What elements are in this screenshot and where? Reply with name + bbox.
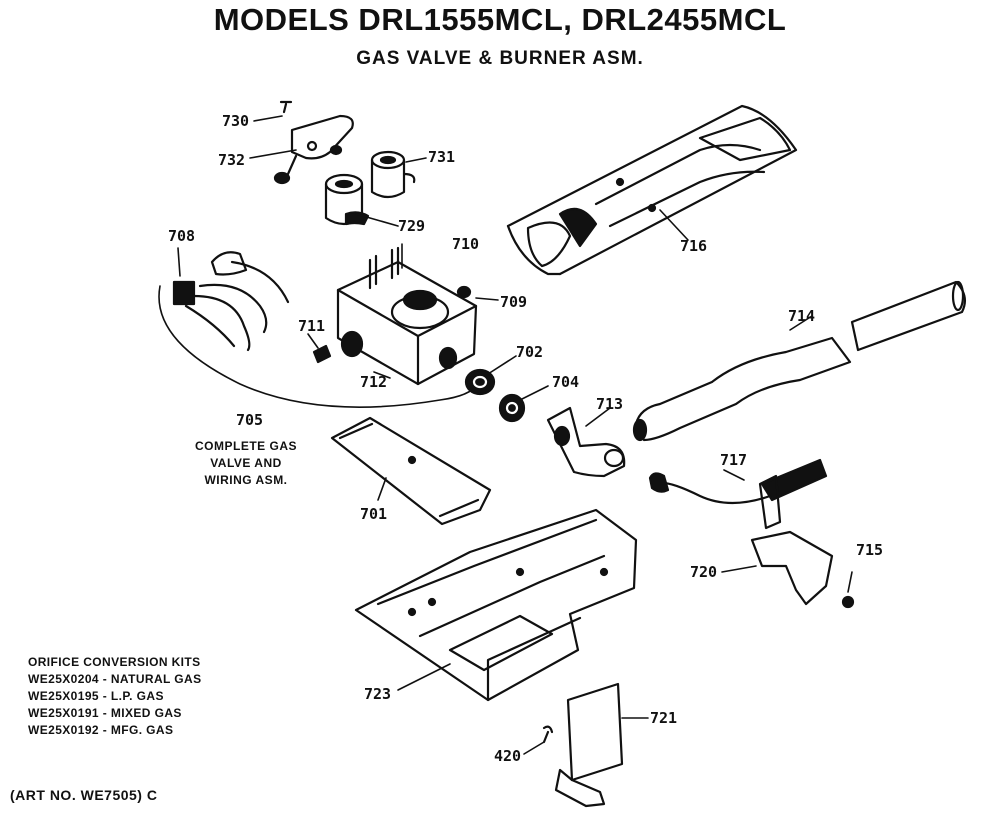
art-number: (ART NO. WE7505) C — [10, 787, 158, 803]
callout-701: 701 — [360, 505, 388, 523]
part-701-plate — [330, 416, 492, 526]
conversion-kits-list: ORIFICE CONVERSION KITS WE25X0204 - NATU… — [28, 654, 201, 739]
callout-704: 704 — [552, 373, 580, 391]
part-714-tube — [632, 280, 967, 442]
callout-720: 720 — [690, 563, 718, 581]
callout-420: 420 — [494, 747, 522, 765]
callout-732: 732 — [218, 151, 246, 169]
callout-721: 721 — [650, 709, 678, 727]
callout-717: 717 — [720, 451, 748, 469]
part-716-burner — [506, 104, 798, 276]
leader-lines — [177, 115, 853, 755]
assembly-caption-line: COMPLETE GAS — [194, 439, 297, 453]
assembly-705-envelope — [158, 285, 479, 408]
kit-gas-type: NATURAL GAS — [110, 672, 202, 686]
callout-712: 712 — [360, 373, 388, 391]
callout-723: 723 — [364, 685, 392, 703]
callout-710: 710 — [452, 235, 480, 253]
kit-row: WE25X0192 - MFG. GAS — [28, 723, 174, 737]
part-702-fitting — [464, 368, 496, 396]
part-715-screw — [841, 595, 855, 609]
diagram-title: MODELS DRL1555MCL, DRL2455MCL — [213, 2, 787, 37]
callout-711: 711 — [298, 317, 326, 335]
kit-part-number: WE25X0204 — [28, 672, 99, 686]
kit-row: WE25X0204 - NATURAL GAS — [28, 672, 202, 686]
kit-gas-type: L.P. GAS — [110, 689, 164, 703]
part-704-fitting — [498, 393, 526, 423]
part-720-bracket — [750, 530, 834, 606]
callout-709: 709 — [500, 293, 528, 311]
callout-715: 715 — [856, 541, 884, 559]
part-730-screw — [279, 100, 293, 114]
callout-729: 729 — [398, 217, 426, 235]
assembly-caption-line: WIRING ASM. — [204, 473, 288, 487]
part-gas-valve-body — [336, 246, 478, 386]
part-721-shield — [554, 682, 624, 808]
part-420-screw — [542, 725, 554, 744]
part-717-igniter — [648, 458, 828, 530]
part-731-coil — [370, 150, 416, 199]
callout-730: 730 — [222, 112, 250, 130]
assembly-caption-line: VALVE AND — [210, 456, 282, 470]
part-713-elbow — [546, 406, 626, 478]
kit-row: WE25X0191 - MIXED GAS — [28, 706, 182, 720]
callout-716: 716 — [680, 237, 708, 255]
part-711 — [312, 344, 332, 364]
callout-713: 713 — [596, 395, 624, 413]
assembly-caption: COMPLETE GAS VALVE AND WIRING ASM. — [164, 438, 328, 489]
diagram-subtitle: GAS VALVE & BURNER ASM. — [356, 48, 644, 69]
part-729-coil — [324, 173, 370, 226]
callout-708: 708 — [168, 227, 196, 245]
callout-714: 714 — [788, 307, 816, 325]
kit-part-number: WE25X0191 — [28, 706, 99, 720]
callout-731: 731 — [428, 148, 456, 166]
kit-gas-type: MFG. GAS — [110, 723, 174, 737]
kit-part-number: WE25X0192 — [28, 723, 99, 737]
kit-gas-type: MIXED GAS — [110, 706, 182, 720]
callout-702: 702 — [516, 343, 544, 361]
part-732-bracket — [273, 114, 354, 185]
part-708-wiring — [172, 251, 290, 352]
kit-part-number: WE25X0195 — [28, 689, 99, 703]
kit-row: WE25X0195 - L.P. GAS — [28, 689, 164, 703]
conversion-kits-heading: ORIFICE CONVERSION KITS — [28, 655, 201, 669]
callout-705: 705 — [236, 411, 264, 429]
part-723-frame — [354, 508, 638, 702]
